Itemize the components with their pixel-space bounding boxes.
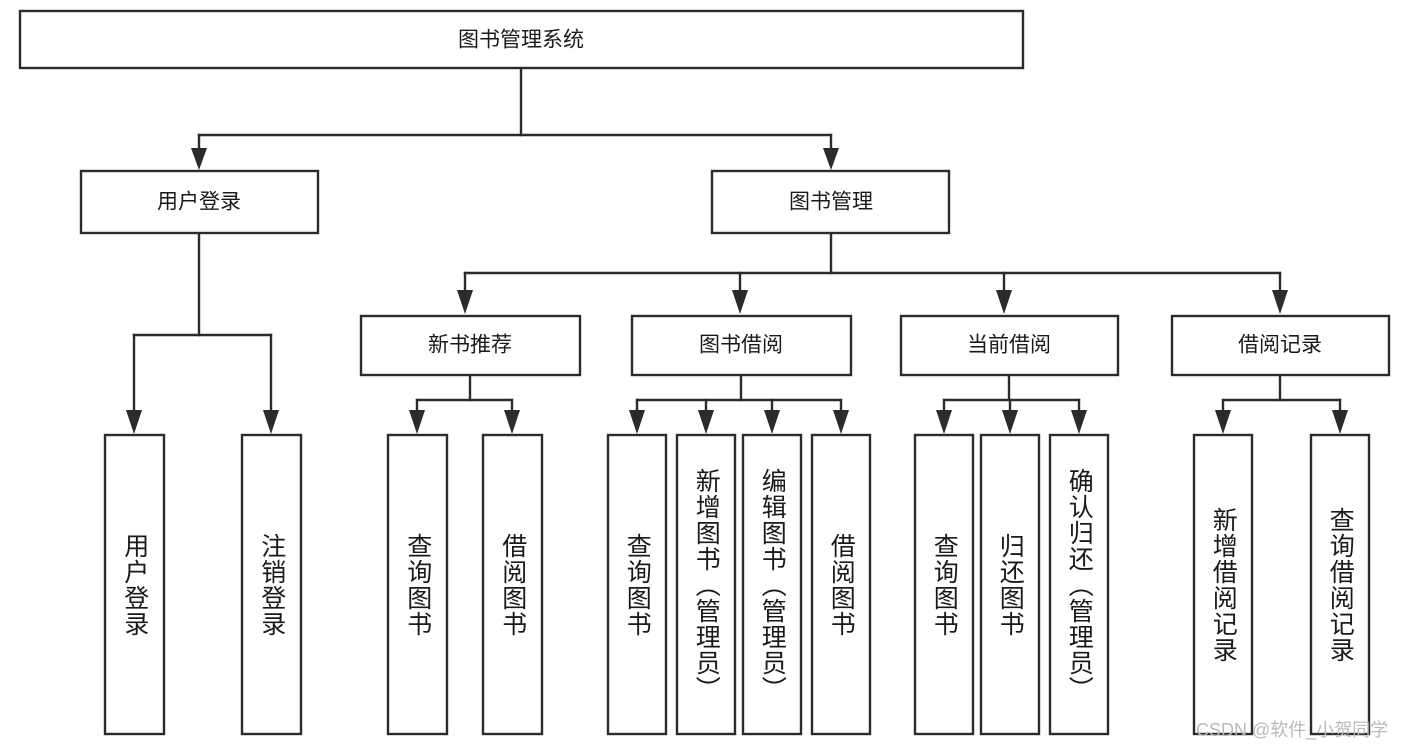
leaf-current-borrow-3[interactable] <box>1048 433 1110 736</box>
leaf-book-borrow-2[interactable] <box>675 433 737 736</box>
arrow-to-bookmgmt <box>823 148 839 170</box>
node-borrow-record-label: 借阅记录 <box>1238 334 1322 357</box>
leaf-borrow-record-1[interactable] <box>1192 433 1254 736</box>
node-book-management-label: 图书管理 <box>789 191 873 214</box>
node-book-management[interactable] <box>710 169 951 235</box>
arrow-bookborrow-leaf-3 <box>764 410 780 434</box>
leaf-book-borrow-4[interactable] <box>810 433 872 736</box>
arrow-currentborrow-leaf-3 <box>1071 410 1087 434</box>
arrow-newbook-leaf-1 <box>409 410 425 434</box>
arrow-to-bookborrow <box>732 290 748 314</box>
node-current-borrow[interactable] <box>899 314 1120 377</box>
node-root-label: 图书管理系统 <box>458 29 584 52</box>
arrow-borrowrecord-leaf-1 <box>1215 410 1231 434</box>
leaf-user-login-1[interactable] <box>103 433 166 736</box>
node-current-borrow-label: 当前借阅 <box>967 334 1051 357</box>
node-root[interactable] <box>18 9 1025 70</box>
leaf-borrow-record-2[interactable] <box>1309 433 1371 736</box>
arrow-newbook-leaf-2 <box>504 410 520 434</box>
node-new-book-recommend[interactable] <box>359 314 582 377</box>
leaf-current-borrow-1[interactable] <box>913 433 975 736</box>
arrow-to-userlogin <box>191 148 207 170</box>
arrow-bookborrow-leaf-4 <box>833 410 849 434</box>
node-user-login-label: 用户登录 <box>157 191 241 214</box>
arrow-to-newbook <box>457 290 473 314</box>
arrow-borrowrecord-leaf-2 <box>1332 410 1348 434</box>
node-book-borrow-label: 图书借阅 <box>699 334 783 357</box>
leaf-current-borrow-2[interactable] <box>979 433 1041 736</box>
leaf-book-borrow-3[interactable] <box>741 433 803 736</box>
arrow-userlogin-leaf-2 <box>263 410 279 434</box>
arrow-currentborrow-leaf-1 <box>936 410 952 434</box>
leaf-user-login-2[interactable] <box>240 433 303 736</box>
leaf-new-book-1[interactable] <box>386 433 449 736</box>
watermark-text: CSDN @软件_小贺同学 <box>1196 720 1389 740</box>
arrow-bookborrow-leaf-2 <box>698 410 714 434</box>
leaf-new-book-2[interactable] <box>481 433 544 736</box>
arrow-currentborrow-leaf-2 <box>1002 410 1018 434</box>
node-user-login[interactable] <box>79 169 320 235</box>
arrow-to-borrowrecord <box>1272 290 1288 314</box>
arrow-to-currentborrow <box>996 290 1012 314</box>
arrow-bookborrow-leaf-1 <box>629 410 645 434</box>
leaf-book-borrow-1[interactable] <box>606 433 668 736</box>
arrow-userlogin-leaf-1 <box>126 410 142 434</box>
node-book-borrow[interactable] <box>630 314 853 377</box>
node-borrow-record[interactable] <box>1170 314 1391 377</box>
node-new-book-recommend-label: 新书推荐 <box>428 334 512 357</box>
